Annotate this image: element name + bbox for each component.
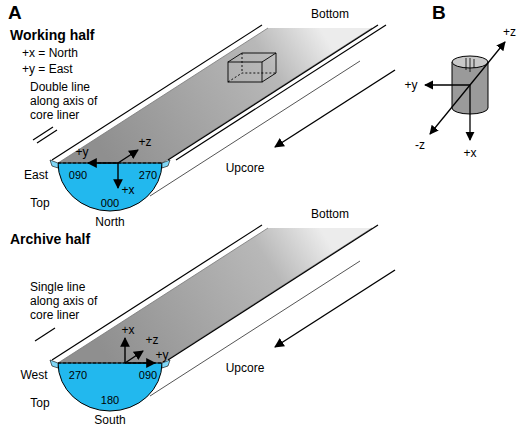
end-label: Top xyxy=(30,396,49,410)
azimuth-number: 180 xyxy=(101,393,119,407)
end-label: Bottom xyxy=(311,207,349,221)
direction-label: North xyxy=(95,215,124,229)
axis-label: +y xyxy=(75,145,88,159)
axis-label: +x xyxy=(121,323,134,337)
upcore-arrow xyxy=(275,70,395,147)
direction-label: South xyxy=(94,413,125,427)
azimuth-number: 270 xyxy=(69,368,87,382)
axis-label: +y xyxy=(155,348,168,362)
sample-cube xyxy=(228,53,276,82)
axis-label: +z xyxy=(145,333,158,347)
end-label: Bottom xyxy=(311,7,349,21)
axis-label: +x xyxy=(463,146,476,160)
upcore-label: Upcore xyxy=(226,161,265,175)
double-liner-line xyxy=(176,25,386,160)
axis-label: +x xyxy=(121,183,134,197)
direction-label: West xyxy=(20,368,47,382)
azimuth-number: 090 xyxy=(69,168,87,182)
azimuth-number: 270 xyxy=(139,168,157,182)
panel-letter: B xyxy=(432,2,446,24)
panel-heading: Working half xyxy=(10,28,95,42)
panel-letter: A xyxy=(8,2,22,24)
archive-half-core xyxy=(50,225,378,411)
axis-note: +y = East xyxy=(22,62,73,76)
working-axes xyxy=(88,150,138,188)
axis-label: +y xyxy=(404,78,417,92)
direction-label: East xyxy=(24,168,48,182)
liner-note: Single line along axis of core liner xyxy=(30,280,102,322)
liner-note: Double line along axis of core liner xyxy=(30,80,102,122)
upcore-arrow xyxy=(275,270,395,347)
working-half-core xyxy=(50,25,378,211)
azimuth-number: 090 xyxy=(139,368,157,382)
azimuth-number: 000 xyxy=(101,196,119,210)
single-line-symbol xyxy=(35,328,55,341)
panel-heading: Archive half xyxy=(10,232,90,246)
b-axes xyxy=(425,42,505,140)
axis-label: -z xyxy=(415,138,425,152)
end-label: Top xyxy=(30,196,49,210)
axis-label: +z xyxy=(138,135,151,149)
upcore-label: Upcore xyxy=(226,361,265,375)
double-line-symbol xyxy=(33,127,57,143)
axis-label: +z xyxy=(503,25,516,39)
axis-note: +x = North xyxy=(22,46,78,60)
